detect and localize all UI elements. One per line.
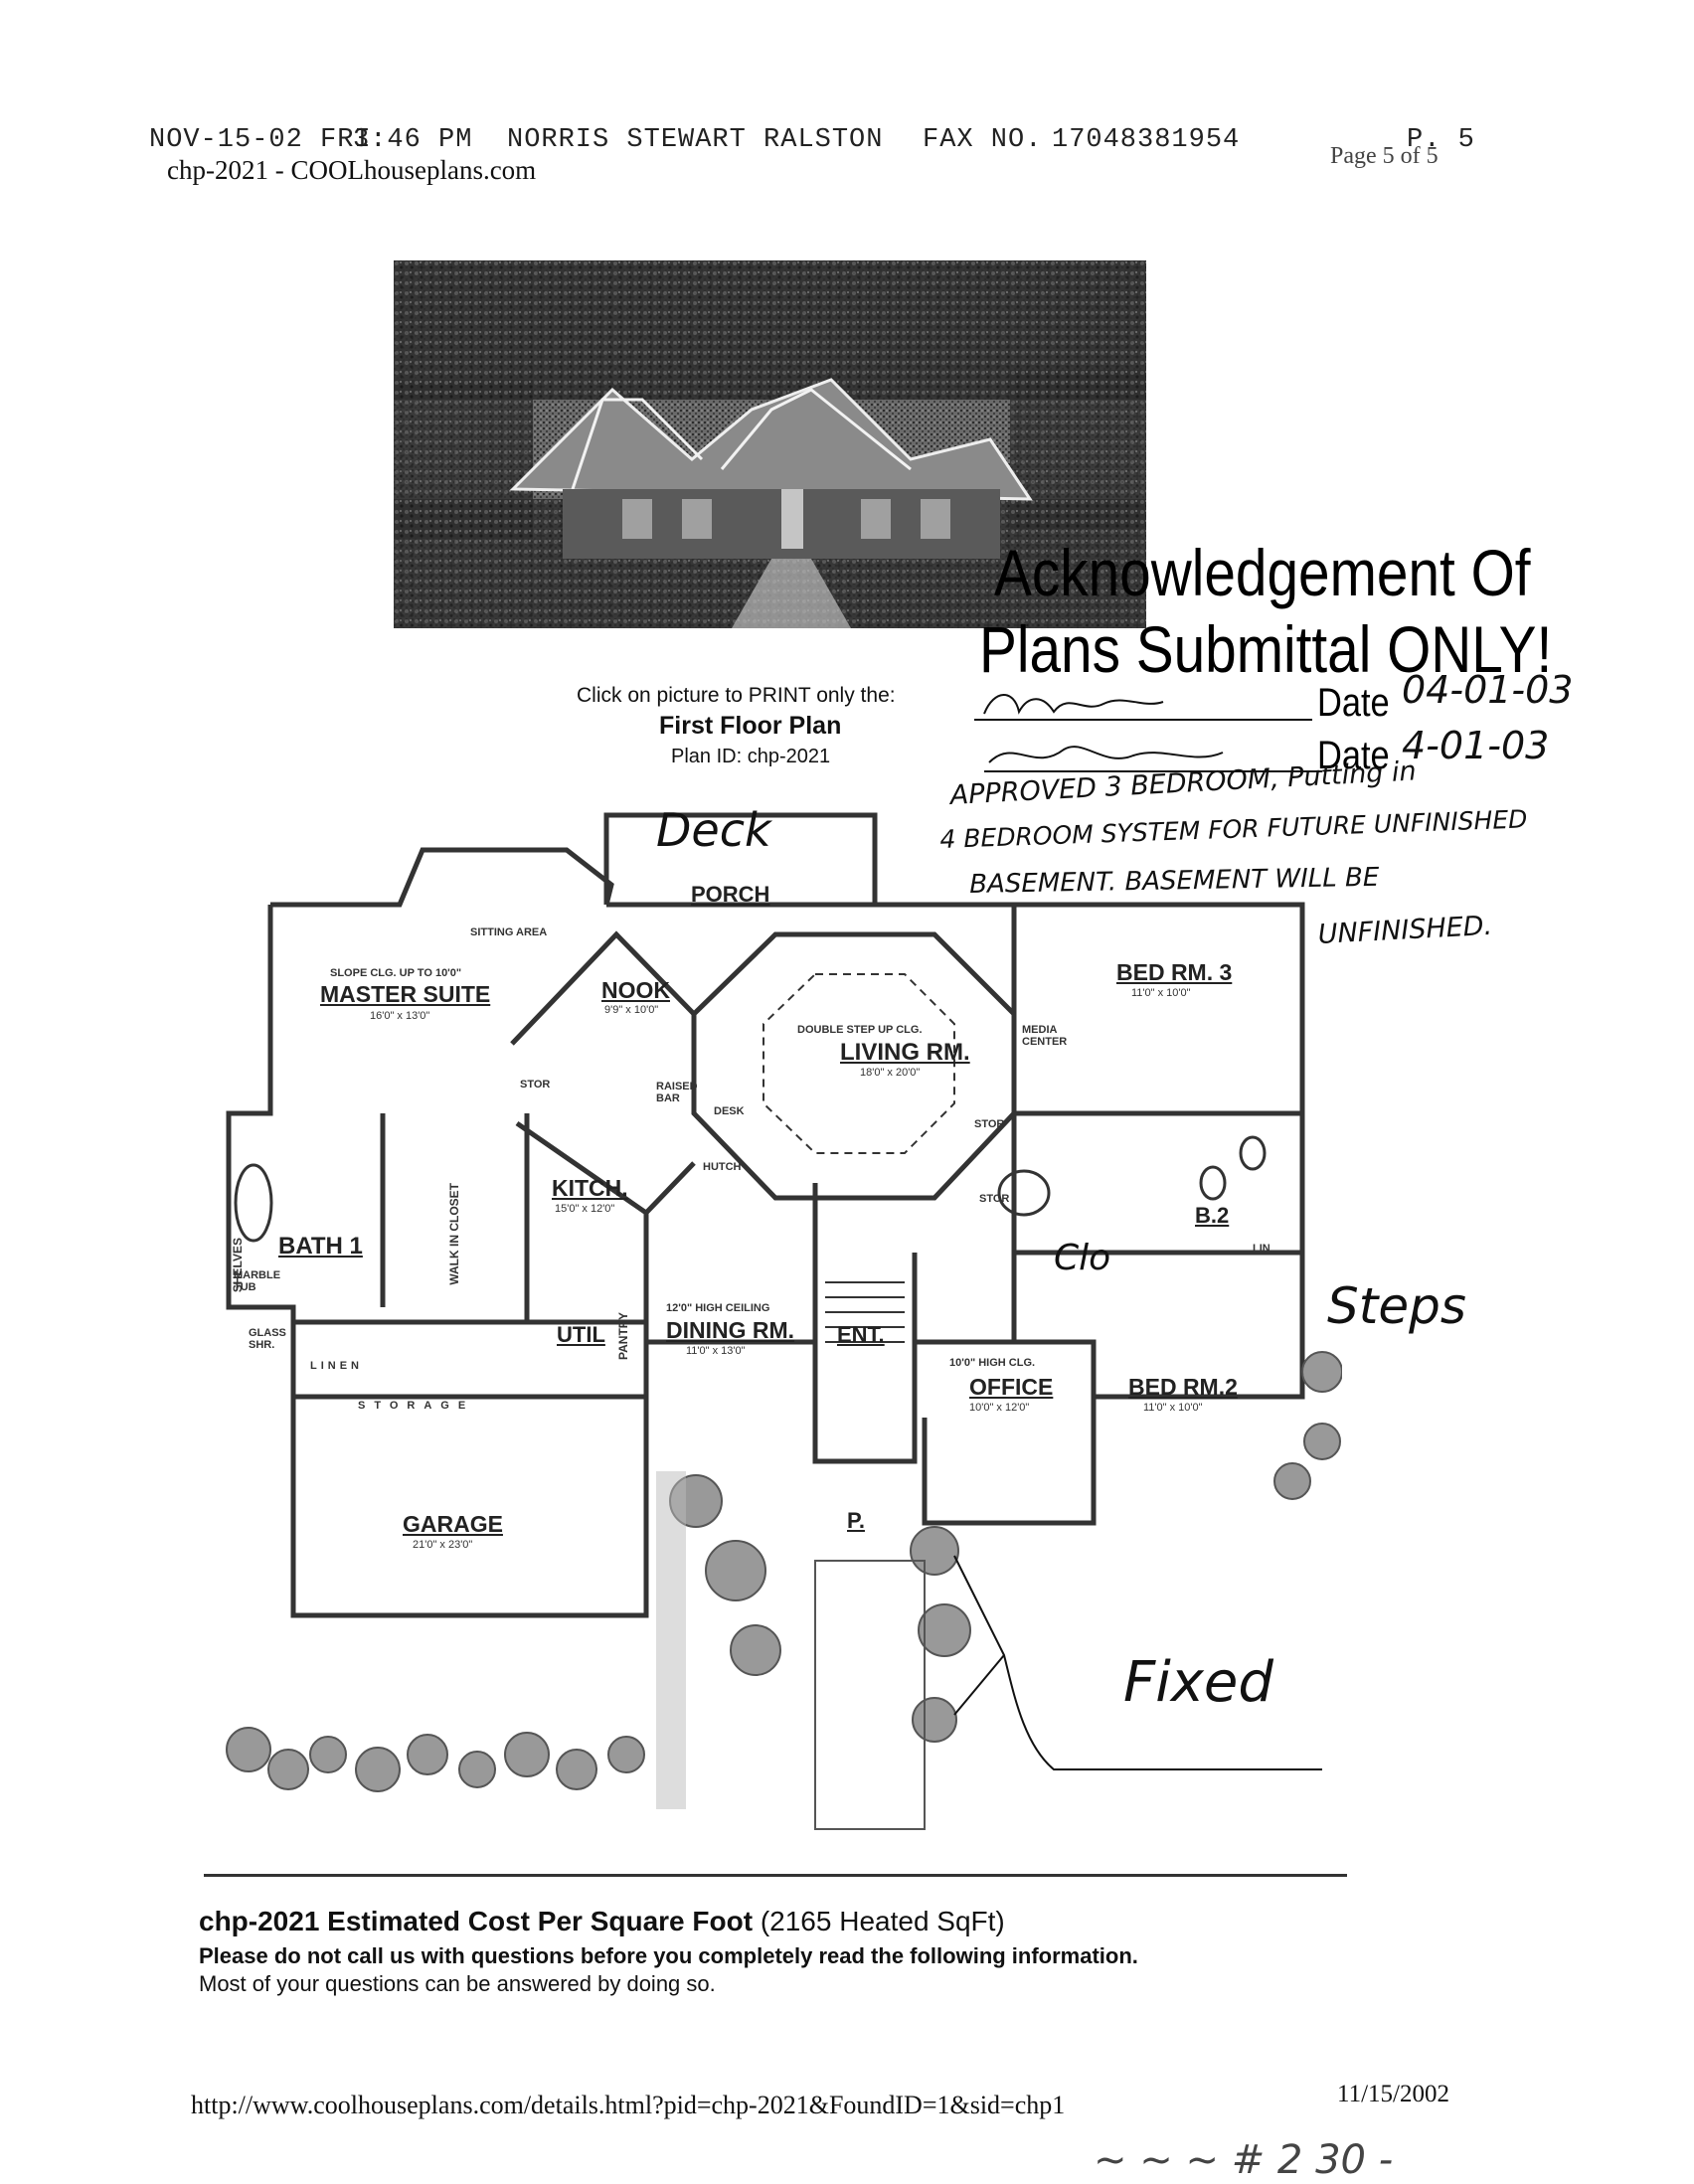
raised-bar-label: RAISED BAR — [656, 1081, 698, 1104]
hutch-label: HUTCH — [703, 1161, 742, 1173]
nook-label: NOOK — [601, 977, 670, 1003]
bed-room-3-label: BED RM. 3 — [1116, 959, 1233, 985]
fax-sender: NORRIS STEWART RALSTON — [507, 125, 884, 155]
page-of: Page 5 of 5 — [1330, 143, 1439, 169]
steps-handwritten: Steps — [1327, 1277, 1466, 1335]
bed-room-2-label: BED RM.2 — [1128, 1374, 1238, 1400]
marble-tub-label: MARBLE TUB — [234, 1269, 281, 1293]
glass-shower-label: GLASS SHR. — [249, 1327, 286, 1351]
fax-number: 17048381954 — [1052, 125, 1241, 155]
kitchen-dim: 15'0" x 12'0" — [555, 1203, 615, 1215]
signature-2 — [984, 738, 1322, 777]
site-line: chp-2021 - COOLhouseplans.com — [167, 155, 537, 185]
dining-ceiling-note: 12'0" HIGH CEILING — [666, 1302, 770, 1314]
utility-label: UTIL — [557, 1322, 605, 1347]
desk-label: DESK — [714, 1105, 745, 1117]
porch-label: PORCH — [691, 882, 770, 907]
office-label: OFFICE — [969, 1374, 1054, 1400]
bath-1-label: BATH 1 — [278, 1233, 363, 1260]
print-plan-name[interactable]: First Floor Plan — [659, 712, 842, 740]
master-suite-label: MASTER SUITE — [320, 981, 491, 1007]
cost-title-bold: chp-2021 Estimated Cost Per Square Foot — [199, 1906, 754, 1936]
bed-room-3-dim: 11'0" x 10'0" — [1131, 987, 1191, 999]
stamp-line-2: Plans Submittal ONLY! — [979, 612, 1553, 686]
stamp-line-1: Acknowledgement Of — [994, 536, 1531, 609]
porch-p-label: P. — [847, 1508, 865, 1533]
pantry-label: PANTRY — [616, 1312, 630, 1360]
living-ceiling-note: DOUBLE STEP UP CLG. — [797, 1024, 923, 1036]
cost-note: Most of your questions can be answered b… — [199, 1971, 716, 1996]
storage-label-2: STOR — [974, 1118, 1005, 1130]
sitting-area-label: SITTING AREA — [470, 926, 548, 938]
garage-dim: 21'0" x 23'0" — [413, 1539, 473, 1551]
fax-page: P. 5 — [1407, 125, 1475, 155]
bed-room-2-dim: 11'0" x 10'0" — [1143, 1402, 1203, 1414]
kitchen-label: KITCH. — [552, 1175, 628, 1201]
date-value-2: 4-01-03 — [1402, 724, 1550, 767]
date-label-1: Date — [1317, 681, 1390, 725]
house-photo — [394, 260, 1146, 628]
slope-ceiling-label: SLOPE CLG. UP TO 10'0" — [330, 967, 462, 979]
footer-url[interactable]: http://www.coolhouseplans.com/details.ht… — [191, 2091, 1066, 2119]
shelves-label: SHELVES — [231, 1238, 245, 1293]
bath-2-label: B.2 — [1195, 1203, 1230, 1228]
fax-number-label: FAX NO. — [923, 125, 1043, 155]
footer-date: 11/15/2002 — [1337, 2081, 1449, 2107]
deck-handwritten: Deck — [656, 803, 771, 857]
living-room-label: LIVING RM. — [840, 1039, 970, 1066]
media-center-label: MEDIA CENTER — [1022, 1024, 1068, 1048]
clo-handwritten: Clo — [1054, 1238, 1111, 1278]
master-suite-dim: 16'0" x 13'0" — [370, 1010, 430, 1022]
floor-plan[interactable]: PORCH SITTING AREA SLOPE CLG. UP TO 10'0… — [219, 785, 1466, 1839]
fax-time: 3:46 PM — [353, 125, 473, 155]
living-room-dim: 18'0" x 20'0" — [860, 1067, 921, 1079]
nook-dim: 9'9" x 10'0" — [604, 1004, 659, 1016]
cost-divider — [204, 1874, 1347, 1877]
note-line-4: UNFINISHED. — [1317, 910, 1493, 950]
fixed-handwritten: Fixed — [1123, 1650, 1273, 1715]
office-ceiling-note: 10'0" HIGH CLG. — [949, 1357, 1036, 1369]
office-dim: 10'0" x 12'0" — [969, 1402, 1030, 1414]
cost-warning: Please do not call us with questions bef… — [199, 1943, 1138, 1968]
signature-1 — [974, 684, 1312, 724]
cost-title: chp-2021 Estimated Cost Per Square Foot … — [199, 1906, 1005, 1937]
linen-closet-label: LIN — [1253, 1243, 1270, 1255]
print-prompt: Click on picture to PRINT only the: — [577, 684, 896, 707]
bottom-scribble: ~ ~ ~ # 2 30 - — [1094, 2137, 1394, 2183]
plan-id: Plan ID: chp-2021 — [671, 746, 831, 767]
date-label-2: Date — [1317, 734, 1390, 777]
dining-room-label: DINING RM. — [666, 1317, 795, 1343]
walk-in-closet-label: WALK IN CLOSET — [447, 1183, 461, 1285]
storage-label: STORAGE — [358, 1400, 475, 1412]
linen-label: LINEN — [310, 1360, 363, 1372]
storage-label-1: STOR — [520, 1079, 551, 1091]
date-value-1: 04-01-03 — [1402, 668, 1574, 712]
cost-title-rest: (2165 Heated SqFt) — [760, 1906, 1005, 1936]
storage-label-3: STOR — [979, 1193, 1010, 1205]
dining-room-dim: 11'0" x 13'0" — [686, 1345, 746, 1357]
entry-label: ENT. — [837, 1322, 885, 1347]
fax-date: NOV-15-02 FRI — [149, 125, 372, 155]
garage-label: GARAGE — [403, 1511, 503, 1537]
